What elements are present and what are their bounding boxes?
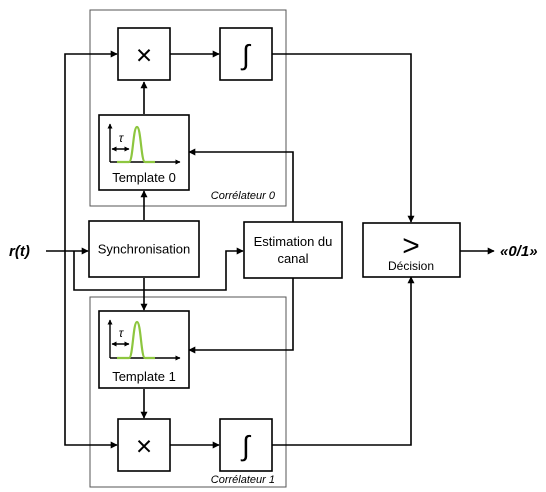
estimation-label-line2: canal bbox=[277, 251, 308, 266]
template-0-label: Template 0 bbox=[112, 170, 176, 185]
decision-label: Décision bbox=[388, 259, 434, 273]
input-to-multiplier-1 bbox=[64, 251, 118, 449]
tau-label-1: τ bbox=[119, 326, 125, 340]
template-1-pulse bbox=[117, 320, 155, 360]
integrator-0-symbol: ∫ bbox=[240, 40, 252, 71]
comparator-symbol: > bbox=[402, 230, 420, 263]
synchronisation-block: Synchronisation bbox=[88, 220, 200, 278]
integrator-0: ∫ bbox=[219, 27, 273, 81]
template-0-pulse bbox=[117, 125, 155, 164]
int0-to-decision bbox=[272, 53, 415, 223]
multiplier-0-symbol: × bbox=[136, 40, 152, 71]
estimation-to-template0 bbox=[188, 148, 294, 222]
tau-label-0: τ bbox=[119, 131, 125, 145]
synchronisation-label: Synchronisation bbox=[98, 242, 191, 257]
estimation-to-template1 bbox=[188, 278, 294, 354]
signal-wires bbox=[46, 50, 495, 449]
input-to-multiplier-0 bbox=[64, 50, 118, 251]
multiplier-0: × bbox=[117, 27, 171, 81]
template-1-pulse-plot: τ bbox=[107, 319, 181, 361]
input-signal-label: r(t) bbox=[9, 243, 30, 260]
template-0-pulse-plot: τ bbox=[107, 123, 181, 165]
correlator-0-label: Corrélateur 0 bbox=[211, 190, 276, 202]
template-1-block: τ Template 1 bbox=[98, 310, 190, 389]
integrator-1-symbol: ∫ bbox=[240, 431, 252, 462]
multiplier-1: × bbox=[117, 418, 171, 472]
correlator-1-label: Corrélateur 1 bbox=[211, 474, 275, 486]
channel-estimation-block: Estimation du canal bbox=[243, 221, 343, 279]
output-bit-label: «0/1» bbox=[500, 243, 538, 260]
correlator-0-group bbox=[89, 9, 287, 207]
decision-block: > Décision bbox=[362, 222, 461, 278]
template-0-block: τ Template 0 bbox=[98, 114, 190, 191]
multiplier-1-symbol: × bbox=[136, 431, 152, 462]
template-1-label: Template 1 bbox=[112, 369, 176, 384]
correlator-1-group bbox=[89, 296, 287, 488]
integrator-1: ∫ bbox=[219, 418, 273, 472]
estimation-label-line1: Estimation du bbox=[254, 234, 333, 249]
input-to-estimation bbox=[73, 247, 244, 291]
int1-to-decision bbox=[272, 276, 415, 446]
